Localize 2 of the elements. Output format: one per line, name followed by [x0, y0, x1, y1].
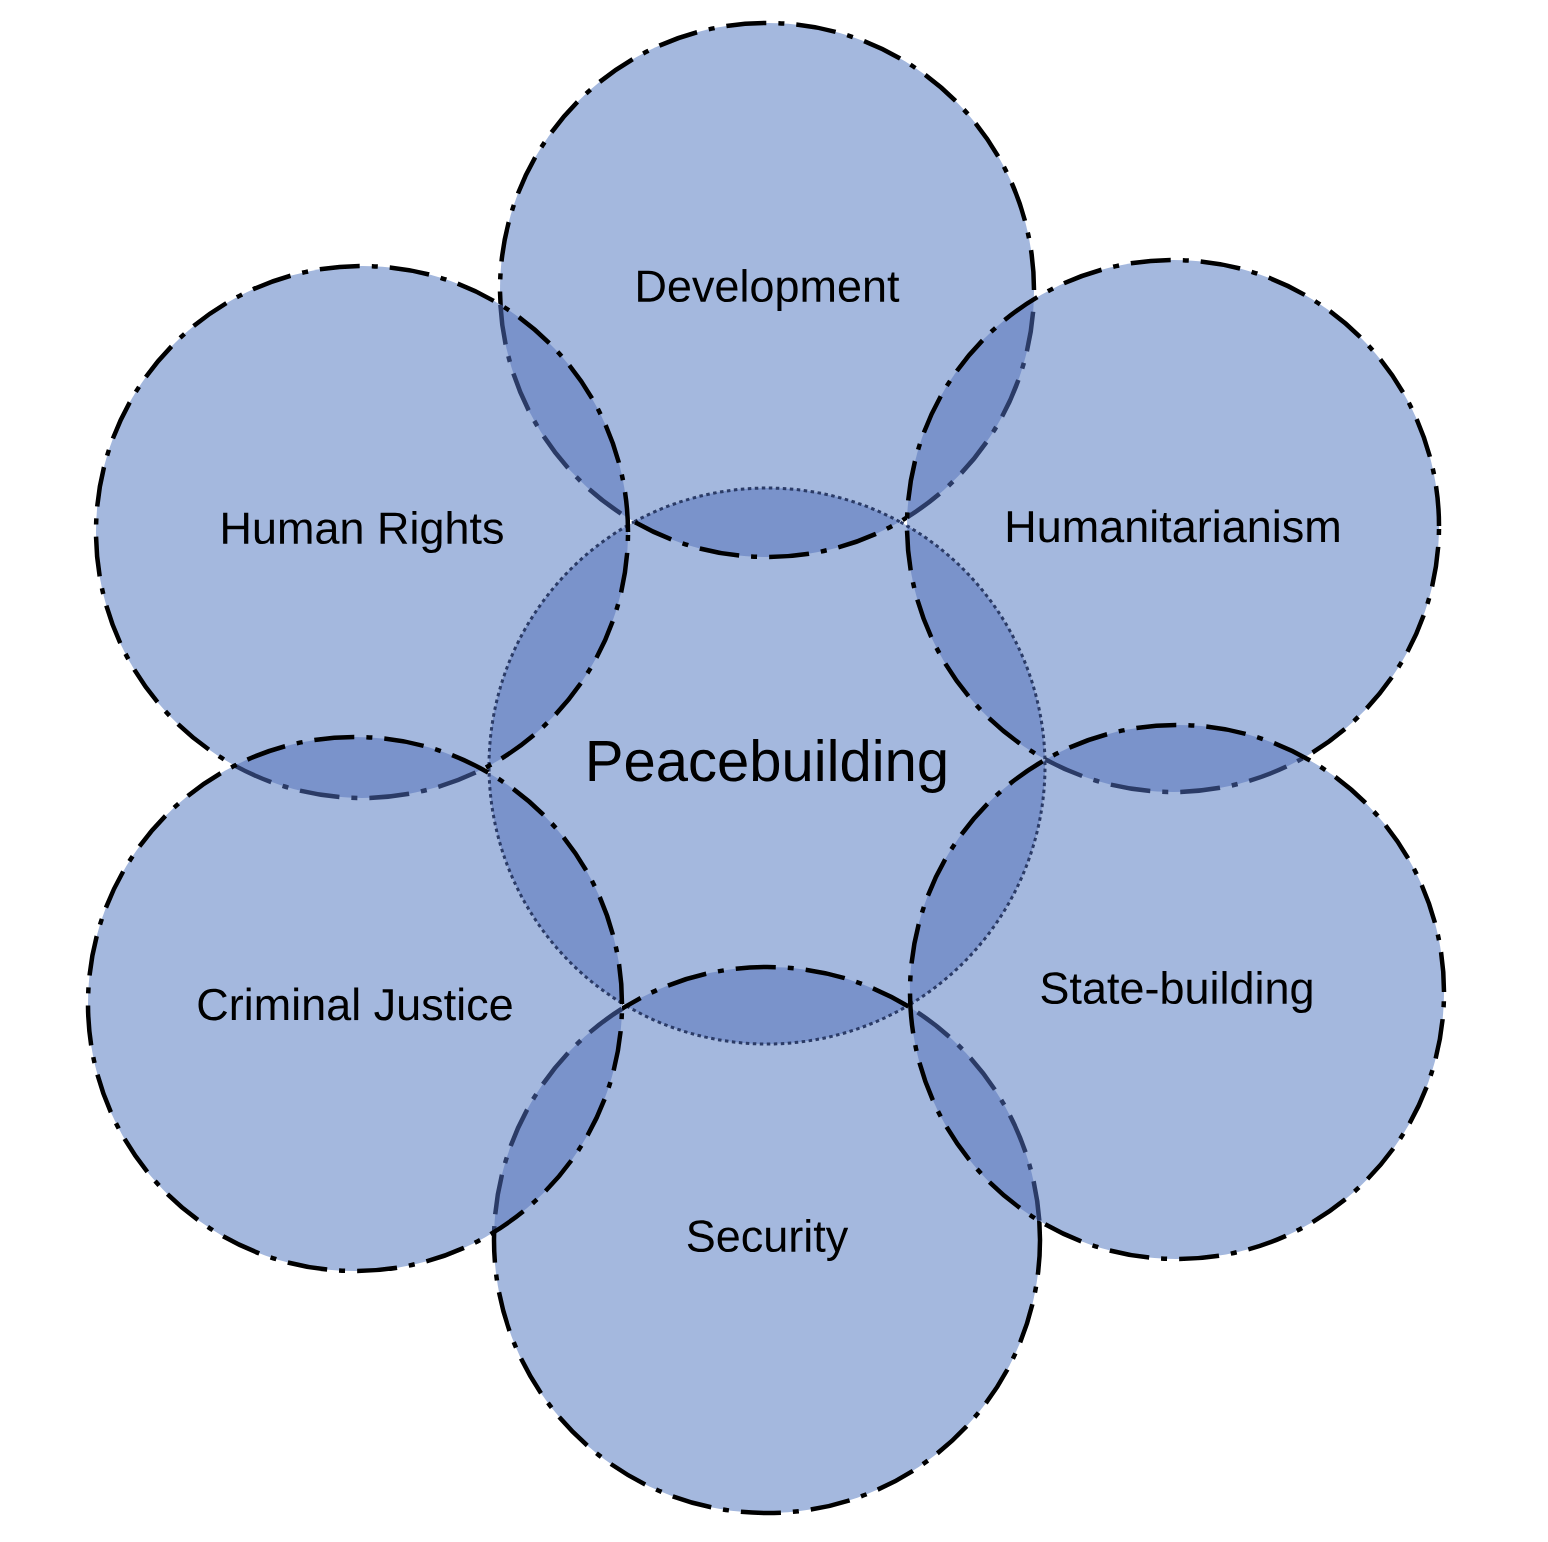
- node-label: Security: [687, 1219, 849, 1261]
- node-label: Development: [638, 269, 900, 311]
